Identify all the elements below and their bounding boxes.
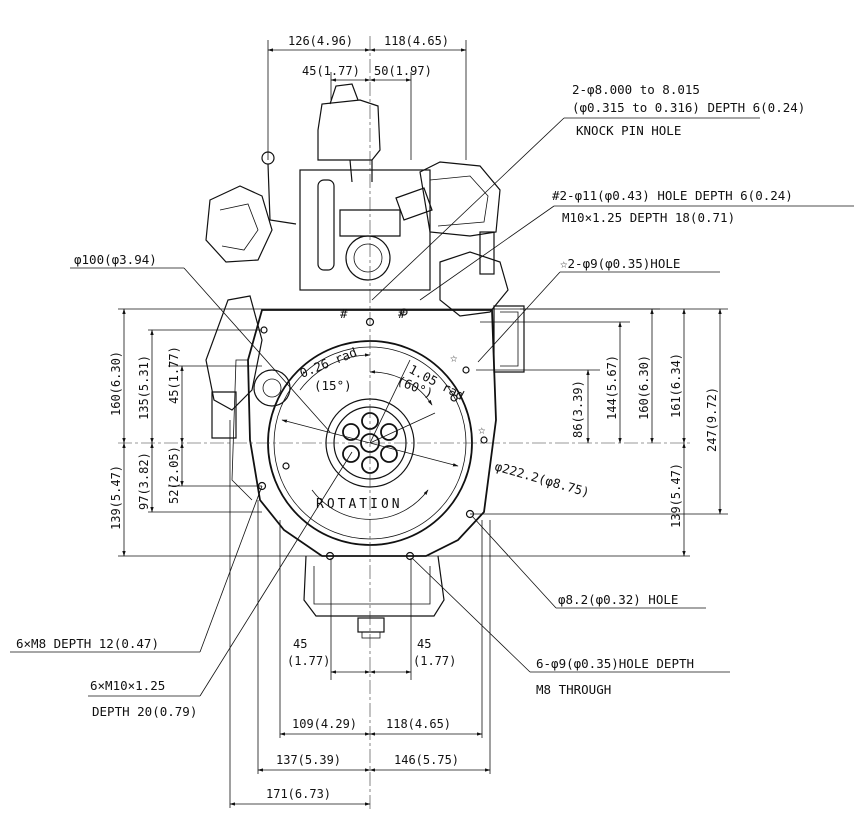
- dim-161: 161(6.34): [669, 353, 683, 418]
- dimension-labels: 126(4.96) 118(4.65) 45(1.77) 50(1.97) 45…: [109, 34, 719, 801]
- dim-160-right: 160(6.30): [637, 355, 651, 420]
- dim-135: 135(5.31): [137, 355, 151, 420]
- dim-247: 247(9.72): [705, 387, 719, 452]
- hash-hole-line-1: #2-φ11(φ0.43) HOLE DEPTH 6(0.24): [552, 188, 793, 203]
- rotation-label: ROTATION: [316, 497, 403, 512]
- dim-45-lower-left: 45: [293, 637, 307, 651]
- dim-144: 144(5.67): [605, 355, 619, 420]
- dim-50-upper: 50(1.97): [374, 64, 432, 78]
- extension-lines: [118, 40, 728, 808]
- dimension-lines: [122, 48, 722, 806]
- star-hole-note: ☆2-φ9(φ0.35)HOLE: [560, 256, 680, 271]
- six-holes-line-1: 6-φ9(φ0.35)HOLE DEPTH: [536, 656, 694, 671]
- m10-note-line-2: DEPTH 20(0.79): [92, 704, 197, 719]
- dim-97: 97(3.82): [137, 452, 151, 510]
- phi82-note: φ8.2(φ0.32) HOLE: [558, 592, 678, 607]
- knock-pin-line-1: 2-φ8.000 to 8.015: [572, 82, 700, 97]
- m10-note-line-1: 6×M10×1.25: [90, 678, 165, 693]
- m8-depth-note: 6×M8 DEPTH 12(0.47): [16, 636, 159, 651]
- dim-52: 52(2.05): [167, 446, 181, 504]
- leader-lines: [10, 117, 854, 697]
- dim-118-bottom: 118(4.65): [386, 717, 451, 731]
- knock-pin-line-3: KNOCK PIN HOLE: [576, 123, 681, 138]
- dim-45-lower-left-in: (1.77): [287, 654, 330, 668]
- dim-146: 146(5.75): [394, 753, 459, 767]
- hash-mark-left: #: [340, 306, 348, 321]
- dim-45-lower-right-in: (1.77): [413, 654, 456, 668]
- dim-160-left: 160(6.30): [109, 351, 123, 416]
- dim-171: 171(6.73): [266, 787, 331, 801]
- phi222-note: φ222.2(φ8.75): [493, 458, 591, 499]
- knock-pin-line-2: (φ0.315 to 0.316) DEPTH 6(0.24): [572, 100, 805, 115]
- dim-126: 126(4.96): [288, 34, 353, 48]
- hash-mark-right: #: [398, 306, 406, 321]
- dim-109: 109(4.29): [292, 717, 357, 731]
- star-mark-lower: ☆: [478, 422, 486, 437]
- dim-86: 86(3.39): [571, 380, 585, 438]
- dim-118-top: 118(4.65): [384, 34, 449, 48]
- dim-45-vertical: 45(1.77): [167, 346, 181, 404]
- angle-15-deg: (15°): [314, 378, 352, 393]
- dim-139-left: 139(5.47): [109, 465, 123, 530]
- star-mark-upper: ☆: [450, 350, 458, 365]
- dim-45-lower-right: 45: [417, 637, 431, 651]
- six-holes-line-2: M8 THROUGH: [536, 682, 611, 697]
- dim-45-upper: 45(1.77): [302, 64, 360, 78]
- dim-139-right: 139(5.47): [669, 463, 683, 528]
- engine-body: [205, 83, 525, 639]
- phi100-note: φ100(φ3.94): [74, 252, 157, 267]
- hash-hole-line-2: M10×1.25 DEPTH 18(0.71): [562, 210, 735, 225]
- dim-137: 137(5.39): [276, 753, 341, 767]
